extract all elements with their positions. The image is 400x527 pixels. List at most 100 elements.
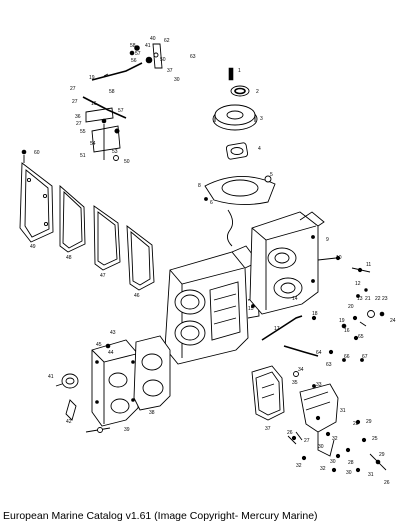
cover-plates: [19, 149, 155, 291]
callout-27-a: 27: [70, 86, 76, 92]
callout-34: 34: [298, 367, 304, 373]
callout-33: 33: [316, 382, 322, 388]
thermostat-cover: [55, 343, 111, 433]
callout-15: 15: [248, 306, 254, 312]
callout-66: 66: [344, 354, 350, 360]
callout-26-b: 26: [384, 480, 390, 486]
water-hose: [261, 315, 303, 341]
callout-53: 53: [112, 149, 118, 155]
callout-17: 17: [274, 326, 280, 332]
callout-31: 31: [340, 408, 346, 414]
callout-52: 50: [124, 159, 130, 165]
callout-47: 47: [100, 273, 106, 279]
callout-67: 67: [362, 354, 368, 360]
callout-37-top: 37: [167, 68, 173, 74]
callout-30-c: 30: [346, 470, 352, 476]
callout-46: 46: [134, 293, 140, 299]
callout-27-b: 27: [72, 99, 78, 105]
callout-37: 37: [265, 426, 271, 432]
lower-base: [287, 383, 387, 473]
callout-41-b: 41: [48, 374, 54, 380]
callout-22: 22: [375, 296, 381, 302]
callout-55: 55: [80, 129, 86, 135]
callout-38: 38: [149, 410, 155, 416]
exploded-engine-parts-diagram: 60 49 48 47 46 40 41 62 58 57 56 63 50 3…: [19, 36, 396, 486]
bearing-cage-stack: [204, 67, 276, 205]
head-gasket: [133, 335, 171, 411]
exhaust-cover: [251, 365, 285, 421]
cylinder-head: [91, 339, 139, 427]
callout-23: 23: [382, 296, 388, 302]
image-caption: European Marine Catalog v1.61 (Image Cop…: [3, 510, 318, 522]
callout-63-b: 63: [326, 362, 332, 368]
callout-49: 49: [30, 244, 36, 250]
callout-54: 54: [90, 141, 96, 147]
callout-30: 30: [318, 444, 324, 450]
callout-21: 21: [365, 296, 371, 302]
callout-32-b: 32: [296, 463, 302, 469]
callout-65: 65: [358, 334, 364, 340]
callout-4: 4: [258, 146, 261, 152]
alignment-stud: [227, 209, 233, 247]
callout-57-b: 57: [118, 108, 124, 114]
callout-labels: 60 49 48 47 46 40 41 62 58 57 56 63 50 3…: [30, 36, 396, 486]
callout-29-b: 29: [379, 452, 385, 458]
callout-27-c: 27: [76, 121, 82, 127]
callout-16: 16: [91, 101, 97, 107]
callout-45: 45: [96, 342, 102, 348]
callout-27-d: 27: [304, 438, 310, 444]
callout-50: 50: [160, 57, 166, 63]
callout-62: 62: [164, 38, 170, 44]
callout-35: 35: [292, 380, 298, 386]
callout-58: 58: [130, 43, 136, 49]
callout-51: 51: [80, 153, 86, 159]
callout-64: 64: [316, 350, 322, 356]
callout-3: 3: [260, 116, 263, 122]
throttle-linkage: [82, 43, 163, 161]
callout-56: 56: [131, 58, 137, 64]
callout-32: 32: [332, 436, 338, 442]
callout-60: 60: [34, 150, 40, 156]
callout-6: 6: [210, 200, 213, 206]
crankcase: [249, 211, 341, 315]
callout-8: 8: [198, 183, 201, 189]
callout-1: 1: [238, 68, 241, 74]
callout-40: 40: [150, 36, 156, 42]
callout-10: 10: [336, 255, 342, 261]
callout-43: 43: [110, 330, 116, 336]
callout-28-b: 28: [348, 460, 354, 466]
callout-18: 18: [312, 311, 318, 317]
callout-28: 28: [353, 421, 359, 427]
callout-24: 24: [390, 318, 396, 324]
callout-5: 5: [270, 172, 273, 178]
callout-41: 41: [145, 43, 151, 49]
callout-44: 44: [108, 350, 114, 356]
callout-25: 25: [372, 436, 378, 442]
callout-26: 26: [287, 430, 293, 436]
callout-13: 13: [357, 296, 363, 302]
callout-30-top: 30: [174, 77, 180, 83]
callout-2: 2: [256, 89, 259, 95]
callout-20: 20: [348, 304, 354, 310]
callout-48: 48: [66, 255, 72, 261]
callout-36: 36: [75, 114, 81, 120]
callout-19: 19: [89, 75, 95, 81]
callout-29: 29: [366, 419, 372, 425]
callout-63: 63: [190, 54, 196, 60]
callout-11: 11: [366, 262, 371, 268]
cylinder-block: [164, 245, 260, 365]
fittings-right: [293, 267, 385, 388]
callout-14: 14: [292, 296, 298, 302]
callout-9: 9: [326, 237, 329, 243]
callout-32-c: 32: [320, 466, 326, 472]
callout-19-b: 19: [339, 318, 345, 324]
callout-57: 57: [135, 51, 141, 57]
callout-31-b: 31: [368, 472, 374, 478]
callout-12: 12: [355, 281, 361, 287]
callout-42: 42: [66, 419, 72, 425]
tube: [283, 345, 319, 357]
callout-58-b: 58: [109, 89, 115, 95]
callout-30-b: 30: [330, 459, 336, 465]
callout-16-b: 16: [344, 328, 350, 334]
callout-39: 39: [124, 427, 130, 433]
